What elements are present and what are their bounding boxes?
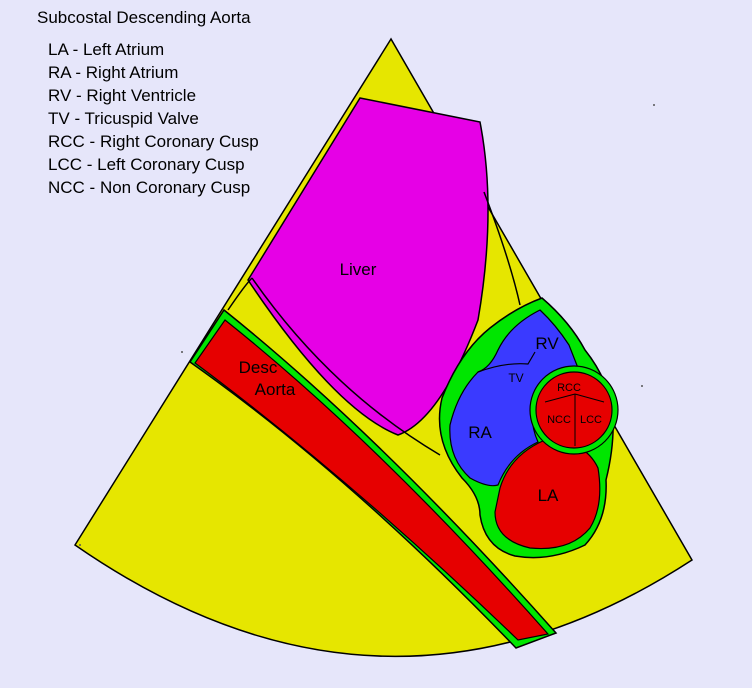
noise-dot	[79, 544, 81, 546]
noise-dot	[653, 104, 655, 106]
label-rv: RV	[535, 334, 559, 353]
legend-item-rcc: RCC - Right Coronary Cusp	[48, 132, 259, 151]
legend-item-ncc: NCC - Non Coronary Cusp	[48, 178, 251, 197]
tissue-boundary-line	[483, 191, 521, 306]
label-ra: RA	[468, 423, 492, 442]
label-rcc: RCC	[557, 382, 581, 394]
tissue-boundary-line	[251, 277, 441, 456]
label-ncc: NCC	[547, 414, 571, 426]
label-desc-aorta-line2: Aorta	[255, 380, 296, 399]
diagram-title: Subcostal Descending Aorta	[37, 8, 251, 27]
legend-item-tv: TV - Tricuspid Valve	[48, 109, 199, 128]
tissue-boundary-line	[227, 277, 253, 311]
label-la: LA	[538, 486, 559, 505]
tricuspid-valve	[477, 351, 536, 373]
valve-commissure	[574, 393, 605, 403]
label-desc-aorta-line1: Desc	[239, 358, 278, 377]
label-liver: Liver	[340, 260, 377, 279]
legend-item-ra: RA - Right Atrium	[48, 63, 179, 82]
aortic-valve	[535, 371, 613, 449]
label-tv: TV	[508, 371, 523, 385]
descending-aorta	[194, 319, 550, 641]
legend: LA - Left Atrium RA - Right Atrium RV - …	[48, 38, 259, 199]
noise-dot	[181, 351, 183, 353]
legend-item-rv: RV - Right Ventricle	[48, 86, 197, 105]
left-atrium	[494, 439, 601, 550]
legend-item-la: LA - Left Atrium	[48, 40, 165, 59]
legend-item-lcc: LCC - Left Coronary Cusp	[48, 155, 245, 174]
noise-dot	[641, 385, 643, 387]
label-lcc: LCC	[580, 414, 602, 426]
valve-commissure	[544, 393, 576, 403]
